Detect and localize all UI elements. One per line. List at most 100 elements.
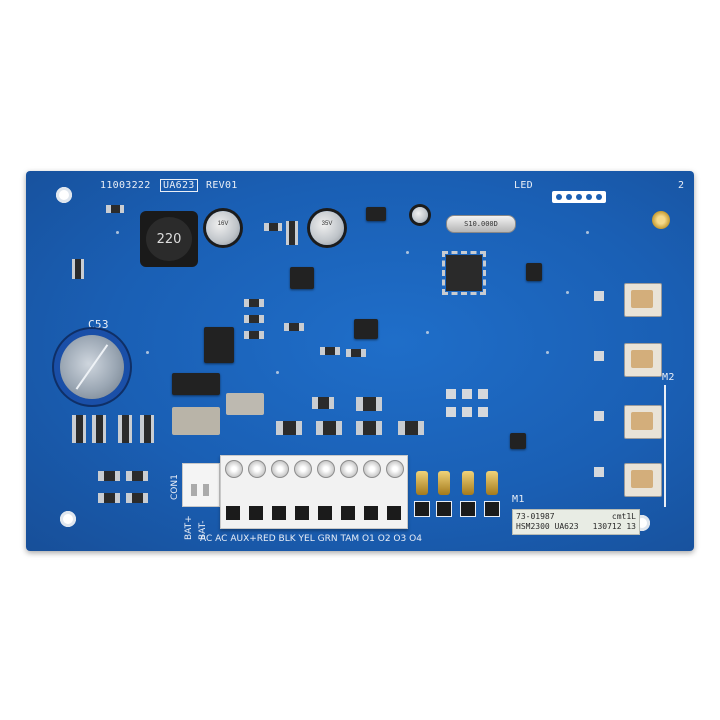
part-number: 11003222	[100, 180, 151, 191]
model-box: UA623	[160, 179, 198, 192]
power-inductor: 220	[140, 211, 198, 267]
smd-pad	[594, 351, 604, 361]
output-post-o1[interactable]	[416, 471, 428, 495]
output-slot[interactable]	[436, 501, 452, 517]
terminal-wire-slot[interactable]	[295, 506, 309, 520]
smd-resistor	[320, 347, 340, 355]
output-relay-4	[624, 463, 662, 497]
terminal-wire-slot[interactable]	[226, 506, 240, 520]
smd-capacitor-1: 16V	[206, 211, 240, 245]
terminal-wire-slot[interactable]	[249, 506, 263, 520]
inductor-value: 220	[146, 217, 192, 261]
power-diode	[172, 373, 220, 395]
terminal-wire-slot[interactable]	[272, 506, 286, 520]
smd-capacitor-2: 35V	[310, 211, 344, 245]
led-dot	[586, 194, 592, 200]
output-post-o4[interactable]	[486, 471, 498, 495]
terminal-wire-slot[interactable]	[341, 506, 355, 520]
output-slot[interactable]	[414, 501, 430, 517]
smd-pad	[462, 389, 472, 399]
output-post-o3[interactable]	[462, 471, 474, 495]
smd-capacitor-2-rating: 35V	[321, 221, 333, 227]
terminal-label-blk: BLK	[278, 534, 296, 544]
terminal-wire-slot[interactable]	[318, 506, 332, 520]
terminal-screw[interactable]	[294, 460, 312, 478]
smd-pad	[478, 389, 488, 399]
smd-resistor	[72, 415, 86, 443]
via	[546, 351, 549, 354]
via	[146, 351, 149, 354]
terminal-label-ac2: AC	[215, 534, 228, 544]
smd-resistor	[126, 493, 148, 503]
output-relay-2	[624, 343, 662, 377]
output-relay-3	[624, 405, 662, 439]
ic-chip	[510, 433, 526, 449]
smd-pad	[478, 407, 488, 417]
terminal-labels-row: AC AC AUX+RED BLK YEL GRN TAM O1 O2 O3 O…	[200, 534, 422, 544]
terminal-label-tam: TAM	[340, 534, 360, 544]
capacitor-label: C53	[88, 318, 109, 331]
smd-pad	[462, 407, 472, 417]
terminal-screw[interactable]	[248, 460, 266, 478]
terminal-label-o3: O3	[393, 534, 407, 544]
relay-label: M2	[662, 372, 675, 383]
smd-resistor	[72, 259, 84, 279]
smd-component-silver	[226, 393, 264, 415]
smd-resistor	[284, 323, 304, 331]
smd-resistor	[92, 415, 106, 443]
smd-resistor	[346, 349, 366, 357]
smd-resistor	[316, 421, 342, 435]
terminal-screw[interactable]	[386, 460, 404, 478]
terminal-label-o2: O2	[377, 534, 391, 544]
terminal-screw[interactable]	[271, 460, 289, 478]
m1-label: M1	[512, 494, 525, 505]
smd-resistor	[356, 421, 382, 435]
terminal-label-ac1: AC	[200, 534, 213, 544]
bulk-capacitor-c53	[60, 335, 124, 399]
terminal-wire-slot[interactable]	[387, 506, 401, 520]
smd-resistor	[276, 421, 302, 435]
smd-resistor	[140, 415, 154, 443]
terminal-screw[interactable]	[317, 460, 335, 478]
mounting-hole-bottom-left	[60, 511, 76, 527]
smd-pad	[594, 411, 604, 421]
revision: REV01	[206, 180, 238, 191]
terminal-screw[interactable]	[340, 460, 358, 478]
smd-resistor	[244, 299, 264, 307]
sticker-row-1: 73-01987 cmt1L	[516, 512, 636, 522]
battery-connector-con1	[182, 463, 220, 507]
mounting-hole-top-left	[56, 187, 72, 203]
smd-resistor	[98, 493, 120, 503]
output-slot[interactable]	[460, 501, 476, 517]
smd-resistor	[264, 223, 282, 231]
con1-label: CON1	[170, 474, 180, 500]
ic-chip	[366, 207, 386, 221]
smd-resistor	[398, 421, 424, 435]
terminal-screw[interactable]	[225, 460, 243, 478]
corner-label: 2	[678, 180, 685, 191]
terminal-wire-slot[interactable]	[364, 506, 378, 520]
ic-chip	[204, 327, 234, 363]
smd-resistor	[286, 221, 298, 245]
terminal-label-o4: O4	[409, 534, 422, 544]
output-post-o2[interactable]	[438, 471, 450, 495]
terminal-label-yel: YEL	[298, 534, 315, 544]
led-dot	[596, 194, 602, 200]
ic-chip	[290, 267, 314, 289]
sticker-row-2: HSM2300 UA623 130712 13	[516, 522, 636, 532]
smd-pad	[446, 407, 456, 417]
output-slot[interactable]	[484, 501, 500, 517]
terminal-label-o1: O1	[362, 534, 375, 544]
microcontroller	[442, 251, 486, 295]
via	[586, 231, 589, 234]
led-label: LED	[514, 180, 533, 191]
via	[406, 251, 409, 254]
led-dot	[566, 194, 572, 200]
pcb-board: 11003222 UA623 REV01 LED 2 C53 M2 M1 220…	[26, 171, 694, 551]
led-indicator-bar	[552, 191, 606, 203]
bat-plus-label: BAT+	[184, 515, 194, 540]
terminal-screw[interactable]	[363, 460, 381, 478]
smd-component-silver	[172, 407, 220, 435]
smd-resistor	[244, 331, 264, 339]
smd-resistor	[106, 205, 124, 213]
